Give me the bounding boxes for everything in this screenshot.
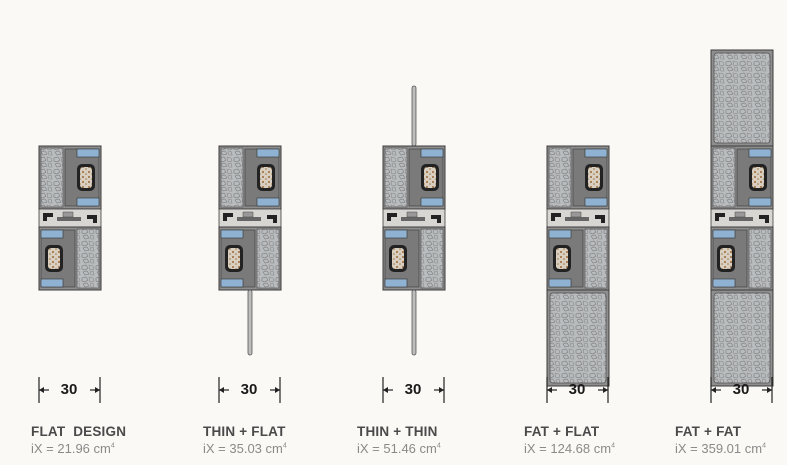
ix-value: iX = 359.01 cm4 <box>675 441 766 456</box>
dimension-label: 30 <box>60 381 78 398</box>
fat-chamber <box>710 49 774 147</box>
profile-flat-design <box>38 145 102 291</box>
flat-chamber <box>382 226 446 291</box>
ix-value: iX = 51.46 cm4 <box>357 441 441 456</box>
flat-chamber <box>38 145 102 210</box>
ix-label: iX = 35.03 cm <box>203 441 283 456</box>
flat-chamber <box>546 145 610 210</box>
flat-chamber <box>710 226 774 291</box>
flat-chamber <box>38 226 102 291</box>
fin-top <box>411 85 417 147</box>
ix-label: iX = 51.46 cm <box>357 441 437 456</box>
profile-title: THIN + THIN <box>357 424 438 439</box>
ix-label: iX = 124.68 cm <box>524 441 612 456</box>
ix-unit-exponent: 4 <box>436 442 441 450</box>
ix-unit-exponent: 4 <box>762 442 766 450</box>
fat-chamber <box>546 289 610 387</box>
ix-label: iX = 359.01 cm <box>675 441 763 456</box>
profile-thin-flat <box>218 145 282 356</box>
dimension-label: 30 <box>404 381 422 398</box>
fin-bottom <box>247 289 253 356</box>
ix-unit-exponent: 4 <box>282 442 287 450</box>
caption-fat-fat: FAT + FAT iX = 359.01 cm4 <box>675 424 766 456</box>
flat-chamber <box>218 226 282 291</box>
profile-title: FAT + FLAT <box>524 424 600 439</box>
ix-value: iX = 21.96 cm4 <box>31 441 126 456</box>
dimension-line <box>710 377 773 403</box>
fat-chamber <box>710 289 774 387</box>
dimension-line <box>546 377 609 403</box>
dimension-line <box>218 377 281 403</box>
flat-chamber <box>546 226 610 291</box>
profile-title: FAT + FAT <box>675 424 742 439</box>
dimension-line <box>382 377 445 403</box>
dimension-line <box>38 377 101 403</box>
flat-chamber <box>218 145 282 210</box>
ix-unit-exponent: 4 <box>110 442 115 450</box>
fin-bottom <box>411 289 417 356</box>
interlock-joint <box>546 208 610 228</box>
flat-chamber <box>382 145 446 210</box>
profile-fat-flat <box>546 145 610 387</box>
profile-title: THIN + FLAT <box>203 424 286 439</box>
ix-unit-exponent: 4 <box>611 442 615 450</box>
ix-label: iX = 21.96 cm <box>31 441 111 456</box>
caption-flat-design: FLAT DESIGN iX = 21.96 cm4 <box>31 424 126 456</box>
ix-value: iX = 35.03 cm4 <box>203 441 287 456</box>
ix-value: iX = 124.68 cm4 <box>524 441 615 456</box>
profile-fat-fat <box>710 49 774 387</box>
dimension-label: 30 <box>240 381 258 398</box>
dimension-label: 30 <box>732 381 750 398</box>
flat-chamber <box>710 145 774 210</box>
caption-thin-thin: THIN + THIN iX = 51.46 cm4 <box>357 424 441 456</box>
profile-thin-thin <box>382 85 446 356</box>
interlock-joint <box>382 208 446 228</box>
caption-fat-flat: FAT + FLAT iX = 124.68 cm4 <box>524 424 615 456</box>
caption-thin-flat: THIN + FLAT iX = 35.03 cm4 <box>203 424 287 456</box>
interlock-joint <box>710 208 774 228</box>
interlock-joint <box>38 208 102 228</box>
interlock-joint <box>218 208 282 228</box>
dimension-label: 30 <box>568 381 586 398</box>
profile-title: FLAT DESIGN <box>31 424 127 439</box>
